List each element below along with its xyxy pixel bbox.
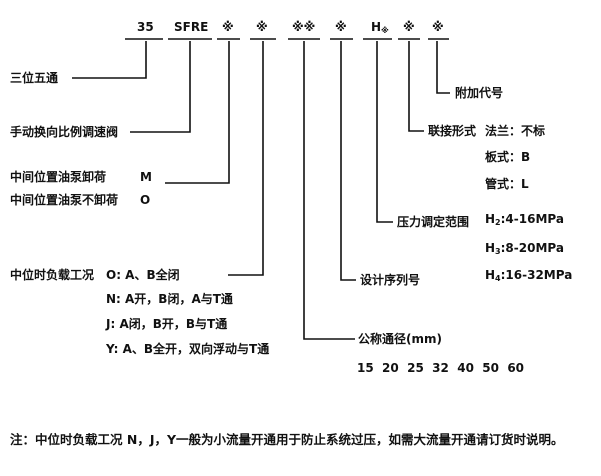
leader-pressure — [376, 41, 393, 223]
code-sfre: SFRE — [174, 20, 209, 34]
center-mode-n: N: A开，B闭，A与T通 — [106, 292, 233, 306]
label-three-pos-five-way: 三位五通 — [10, 71, 59, 85]
label-center-unload-code: M — [140, 170, 152, 184]
label-center-unload: 中间位置油泵卸荷 — [10, 170, 107, 184]
center-mode-y: Y: A、B全开，双向浮动与T通 — [106, 342, 270, 356]
label-manual-valve: 手动换向比例调速阀 — [10, 125, 119, 139]
code-size: ※※ — [292, 20, 316, 34]
code-pos-mode: ※ — [222, 20, 234, 34]
pressure-h2: H2:4-16MPa — [485, 212, 564, 227]
label-pressure-range: 压力调定范围 — [397, 215, 470, 229]
leader-center-load — [228, 41, 264, 276]
code-connection: ※ — [403, 20, 415, 34]
label-nominal-size: 公称通径(mm) — [358, 332, 442, 346]
label-center-no-unload-code: O — [140, 193, 151, 207]
leader-three-pos — [72, 41, 147, 79]
label-center-no-unload: 中间位置油泵不卸荷 — [10, 193, 119, 207]
center-mode-o: O: A、B全闭 — [106, 268, 180, 282]
code-pressure: H※ — [371, 20, 389, 35]
leader-manual-valve — [130, 41, 191, 133]
connection-plate: 板式：B — [485, 150, 531, 164]
code-design: ※ — [335, 20, 347, 34]
leader-extra — [436, 41, 450, 94]
label-design-serial: 设计序列号 — [360, 273, 421, 287]
label-center-load-title: 中位时负载工况 — [10, 268, 95, 282]
connection-flange: 法兰：不标 — [485, 124, 546, 138]
leader-nominal-size — [303, 41, 355, 340]
label-connection-form: 联接形式 — [428, 124, 477, 138]
leader-connection — [408, 41, 424, 132]
center-mode-j: J: A闭，B开，B与T通 — [106, 317, 228, 331]
nominal-size-values: 15 20 25 32 40 50 60 — [357, 361, 525, 375]
leader-design-serial — [340, 41, 356, 281]
leader-center-pos — [165, 41, 230, 184]
footnote: 注：中位时负载工况 N，J，Y一般为小流量开通用于防止系统过压，如需大流量开通请… — [10, 432, 564, 447]
code-center-mode: ※ — [256, 20, 268, 34]
pressure-h4: H4:16-32MPa — [485, 268, 573, 283]
code-35: 35 — [137, 20, 154, 34]
label-extra-code: 附加代号 — [455, 86, 504, 100]
pressure-h3: H3:8-20MPa — [485, 241, 564, 256]
connection-pipe: 管式：L — [485, 177, 529, 191]
code-extra: ※ — [432, 20, 444, 34]
